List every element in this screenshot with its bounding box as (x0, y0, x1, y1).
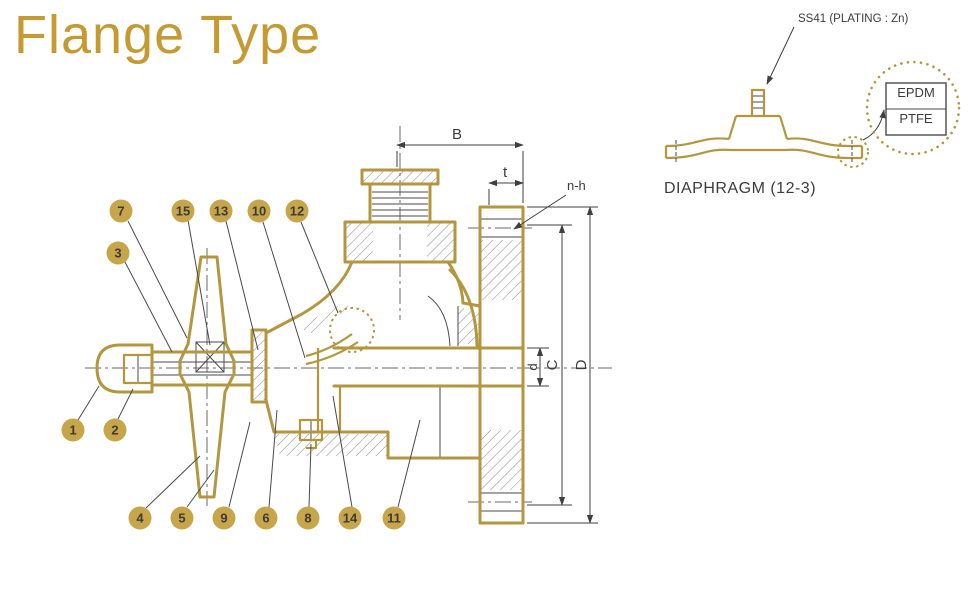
page-title: Flange Type (14, 5, 322, 65)
callout-leader-lines (77, 219, 421, 509)
dimension-lines (396, 141, 598, 524)
callout-12: 12 (285, 199, 309, 223)
svg-text:15: 15 (176, 204, 190, 219)
callout-7: 7 (109, 199, 133, 223)
bonnet-neck (264, 260, 482, 335)
dimension-labels: B t n-h C D d (452, 126, 590, 371)
svg-text:9: 9 (220, 511, 227, 526)
callout-5: 5 (170, 506, 194, 530)
material-box: EPDM PTFE (885, 82, 947, 136)
svg-text:1: 1 (69, 423, 76, 438)
lever-handle (178, 255, 236, 499)
callout-15: 15 (171, 199, 195, 223)
top-port (360, 168, 440, 224)
callout-1: 1 (61, 418, 85, 442)
union-nut (343, 220, 457, 264)
svg-text:3: 3 (114, 246, 121, 261)
svg-text:7: 7 (117, 204, 124, 219)
dim-label-b: B (452, 126, 462, 143)
dim-label-d-outer: D (573, 359, 590, 370)
callout-9: 9 (212, 506, 236, 530)
svg-text:11: 11 (387, 511, 401, 526)
detail-zoom-source-circle (837, 136, 869, 168)
callout-11: 11 (382, 506, 406, 530)
callout-3: 3 (106, 241, 130, 265)
svg-text:14: 14 (343, 511, 358, 526)
callout-2: 2 (103, 418, 127, 442)
diaphragm-cross-section (664, 88, 864, 164)
flange-bore (332, 346, 525, 388)
svg-text:2: 2 (111, 423, 118, 438)
svg-text:12: 12 (290, 204, 304, 219)
callout-10: 10 (247, 199, 271, 223)
detail-zoom-circle (865, 60, 961, 156)
callout-4: 4 (128, 506, 152, 530)
svg-text:10: 10 (252, 204, 266, 219)
svg-text:6: 6 (262, 511, 269, 526)
shaft-nut (122, 353, 154, 385)
callout-6: 6 (254, 506, 278, 530)
material-epdm: EPDM (897, 85, 935, 100)
diaphragm-edge (305, 333, 359, 366)
svg-text:5: 5 (178, 511, 185, 526)
valve-body-outline (95, 168, 525, 525)
dim-label-c: C (544, 359, 561, 370)
svg-text:4: 4 (136, 511, 144, 526)
dim-label-d-bore: d (525, 363, 540, 370)
dim-label-t: t (503, 164, 508, 181)
packing-cross-symbol (195, 341, 225, 373)
material-ptfe: PTFE (899, 111, 933, 126)
body-bottom (264, 398, 482, 460)
dim-label-nh: n-h (567, 178, 586, 193)
diaphragm-detail-view: SS41 (PLATING : Zn) EPDM PTFE (664, 13, 961, 197)
svg-text:13: 13 (214, 204, 228, 219)
elbow-outer (448, 268, 479, 348)
svg-text:8: 8 (304, 511, 311, 526)
callouts: 7 15 13 10 12 3 1 2 4 5 9 6 8 14 11 (61, 199, 406, 530)
callout-13: 13 (209, 199, 233, 223)
shaft (150, 350, 254, 387)
diaphragm-highlight-circle (329, 307, 375, 353)
flange-outline (478, 205, 525, 525)
callout-8: 8 (296, 506, 320, 530)
callout-14: 14 (338, 506, 362, 530)
detail-caption: DIAPHRAGM (12-3) (664, 180, 816, 197)
material-note: SS41 (PLATING : Zn) (798, 13, 909, 25)
